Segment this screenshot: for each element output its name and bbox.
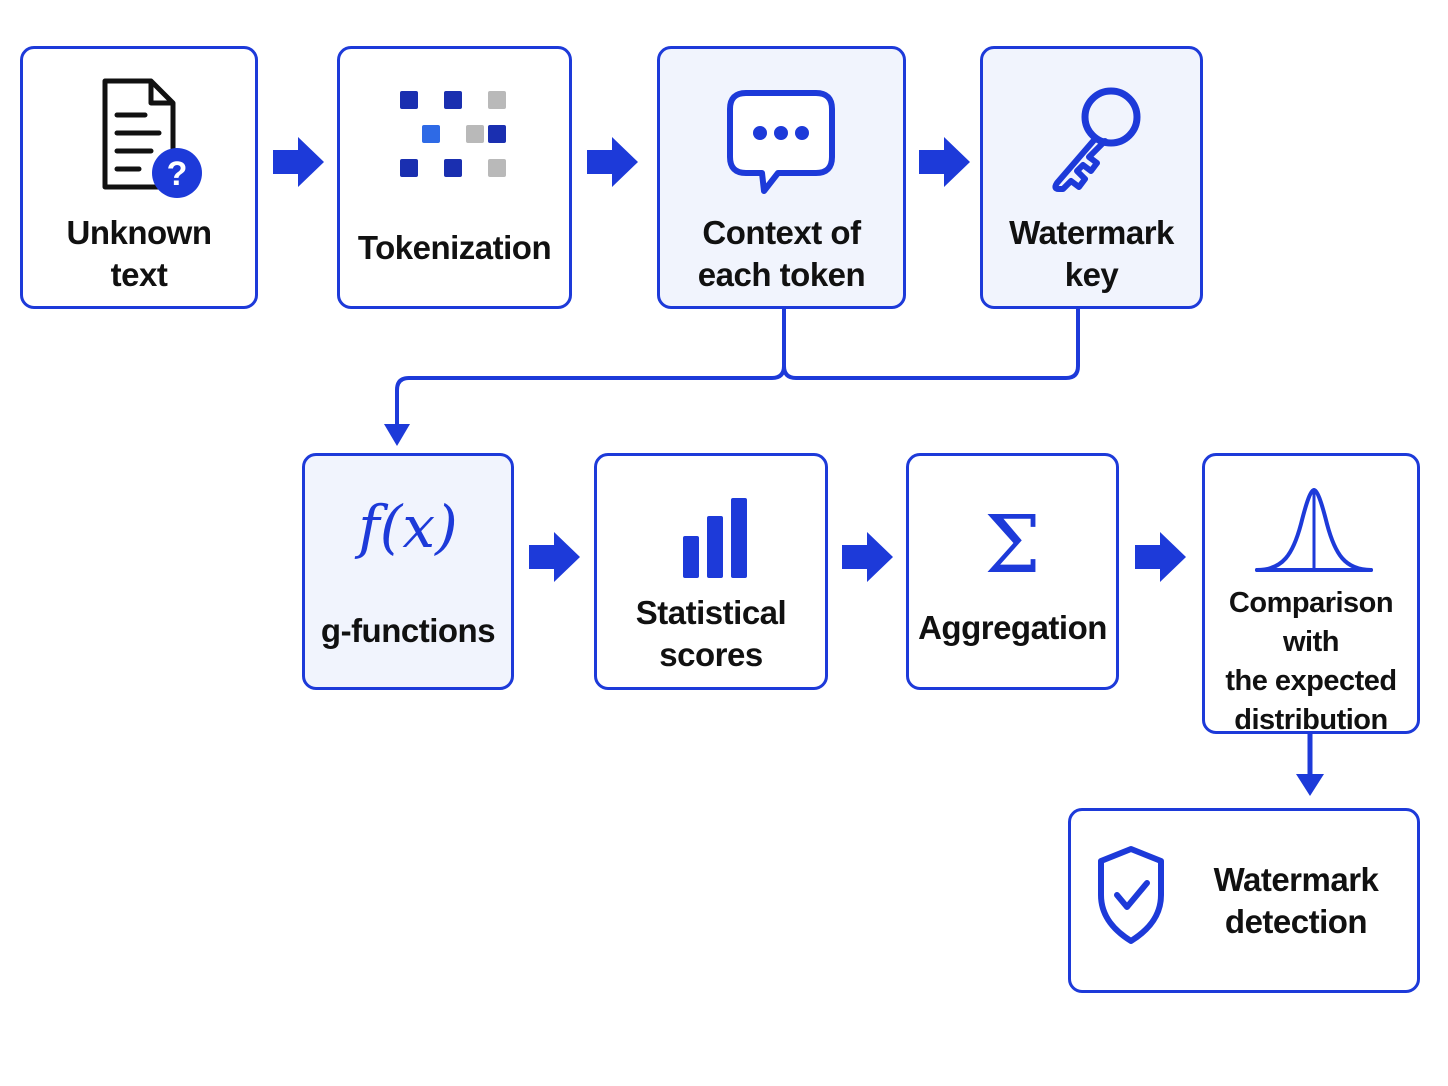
arrowhead-to-gfunctions bbox=[384, 424, 410, 446]
step-comparison: Comparison with the expected distributio… bbox=[1202, 453, 1420, 736]
speech-bubble-icon bbox=[727, 90, 835, 194]
merge-connector bbox=[395, 309, 786, 425]
step-aggregation: Σ Aggregation bbox=[906, 453, 1119, 690]
step-label: g-functions bbox=[320, 612, 496, 649]
bell-curve-icon bbox=[1255, 487, 1373, 572]
step-label: Context of each token bbox=[697, 214, 866, 293]
step-label: Tokenization bbox=[357, 229, 552, 266]
arrowhead-to-detection bbox=[1296, 774, 1324, 796]
key-icon bbox=[1052, 87, 1141, 192]
step-unknown-text: ? Unknown text bbox=[20, 46, 258, 309]
arrow-scores-to-aggregation bbox=[842, 532, 893, 582]
step-watermark-key: Watermark key bbox=[980, 46, 1203, 309]
step-label: Comparison with the expected distributio… bbox=[1225, 587, 1397, 736]
arrow-context-to-key bbox=[919, 137, 970, 187]
arrow-aggregation-to-comparison bbox=[1135, 532, 1186, 582]
step-context: Context of each token bbox=[657, 46, 906, 309]
sigma-icon: Σ bbox=[984, 498, 1041, 591]
function-icon: f(x) bbox=[358, 493, 458, 561]
arrow-gfunctions-to-scores bbox=[529, 532, 580, 582]
svg-text:?: ? bbox=[167, 155, 188, 193]
step-label: Watermark detection bbox=[1213, 861, 1379, 940]
step-label: Aggregation bbox=[918, 609, 1107, 646]
arrow-tokenization-to-context bbox=[587, 137, 638, 187]
step-tokenization: Tokenization bbox=[337, 46, 572, 309]
step-g-functions: f(x) g-functions bbox=[302, 453, 514, 690]
step-label: Watermark key bbox=[1009, 214, 1174, 293]
bar-chart-icon bbox=[683, 498, 747, 578]
token-grid-icon bbox=[400, 91, 506, 177]
step-label: Statistical scores bbox=[635, 594, 787, 673]
key-connector bbox=[782, 309, 1080, 380]
step-statistical-scores: Statistical scores bbox=[594, 453, 828, 690]
step-label: Unknown text bbox=[66, 214, 212, 293]
arrow-unknown-to-tokenization bbox=[273, 137, 324, 187]
step-watermark-detection: Watermark detection bbox=[1068, 808, 1420, 993]
document-question-icon: ? bbox=[102, 78, 202, 198]
shield-check-icon bbox=[1098, 846, 1164, 944]
